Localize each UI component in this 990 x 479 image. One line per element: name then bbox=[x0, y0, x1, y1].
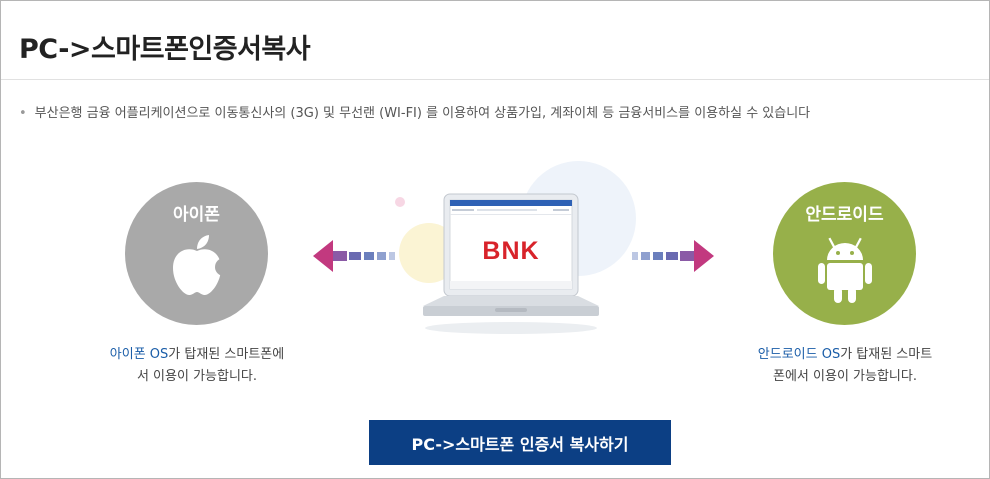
android-robot-icon bbox=[813, 235, 877, 311]
description-text: 부산은행 금융 어플리케이션으로 이동통신사의 (3G) 및 무선랜 (WI-F… bbox=[34, 106, 811, 121]
android-circle: 안드로이드 bbox=[773, 182, 916, 325]
android-caption-rest: 가 탑재된 스마트 bbox=[840, 347, 933, 362]
copy-certificate-button[interactable]: PC->스마트폰 인증서 복사하기 bbox=[369, 420, 671, 465]
apple-logo-icon bbox=[169, 235, 233, 301]
android-os-name: 안드로이드 OS bbox=[757, 347, 841, 362]
bullet-icon: • bbox=[19, 106, 27, 121]
android-caption-line1: 안드로이드 OS가 탑재된 스마트 bbox=[730, 344, 960, 366]
bnk-logo: BNK bbox=[482, 237, 540, 265]
title-divider bbox=[1, 79, 989, 80]
iphone-circle: 아이폰 bbox=[125, 182, 268, 325]
service-description: • 부산은행 금융 어플리케이션으로 이동통신사의 (3G) 및 무선랜 (WI-… bbox=[19, 102, 810, 121]
android-caption: 안드로이드 OS가 탑재된 스마트 폰에서 이용이 가능합니다. bbox=[730, 344, 960, 388]
iphone-caption-line2: 서 이용이 가능합니다. bbox=[136, 369, 258, 384]
iphone-caption: 아이폰 OS가 탑재된 스마트폰에 서 이용이 가능합니다. bbox=[82, 344, 312, 388]
background-bubble-pink bbox=[395, 197, 405, 207]
iphone-os-name: 아이폰 OS bbox=[109, 347, 169, 362]
android-circle-label: 안드로이드 bbox=[805, 205, 884, 225]
arrow-right-icon bbox=[631, 239, 716, 277]
arrow-left-icon bbox=[311, 239, 396, 277]
page-title: PC->스마트폰인증서복사 bbox=[19, 34, 311, 65]
iphone-caption-line1: 아이폰 OS가 탑재된 스마트폰에 bbox=[82, 344, 312, 366]
android-caption-line2: 폰에서 이용이 가능합니다. bbox=[773, 369, 917, 384]
iphone-caption-rest: 가 탑재된 스마트폰에 bbox=[168, 347, 285, 362]
laptop-illustration: BNK bbox=[421, 191, 601, 340]
iphone-circle-label: 아이폰 bbox=[173, 205, 220, 225]
